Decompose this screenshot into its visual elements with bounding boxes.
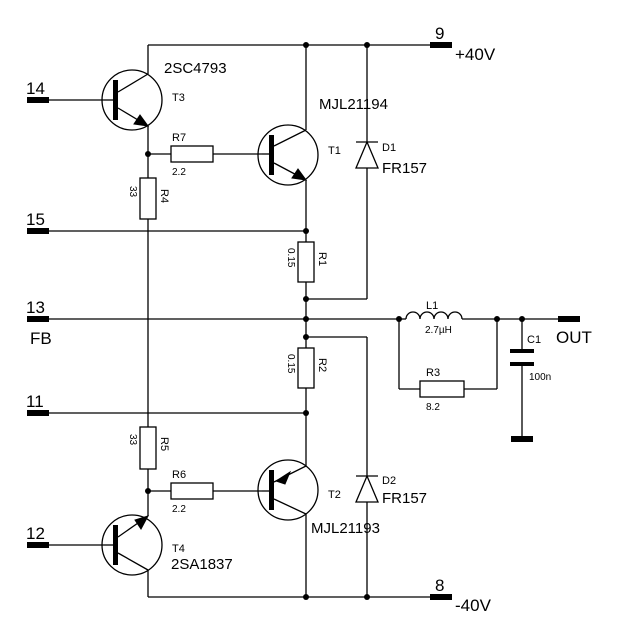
inductor-l1[interactable] (399, 311, 497, 320)
pin-stubs (27, 42, 580, 600)
r6-value-label: 2.2 (172, 504, 186, 515)
c1-value-label: 100n (529, 372, 551, 383)
r1-value-label: 0.15 (285, 248, 296, 268)
resistor-r4[interactable] (139, 177, 157, 220)
pin13-stub[interactable] (27, 316, 49, 322)
resistor-r6[interactable] (170, 482, 214, 500)
t2-ref-label: T2 (328, 489, 341, 501)
t4-ref-label: T4 (172, 543, 185, 555)
capacitor-c1[interactable] (510, 349, 534, 366)
fb-label: FB (30, 329, 52, 348)
pin12-label: 12 (26, 524, 45, 543)
pin11-label: 11 (26, 392, 44, 411)
t4-part-label: 2SA1837 (171, 556, 233, 573)
transistor-t2[interactable] (257, 459, 319, 521)
r7-value-label: 2.2 (172, 167, 186, 178)
diode-d1[interactable] (355, 140, 379, 169)
resistor-r7[interactable] (170, 145, 214, 163)
d1-part-label: FR157 (382, 160, 427, 177)
r3-ref-label: R3 (426, 367, 440, 379)
t3-part-label: 2SC4793 (164, 60, 227, 77)
r4-ref-label: R4 (158, 189, 170, 203)
pin15-stub[interactable] (27, 228, 49, 234)
wires (48, 44, 560, 598)
pin15-label: 15 (26, 210, 45, 229)
r7-ref-label: R7 (172, 132, 186, 144)
d1-ref-label: D1 (382, 142, 396, 154)
out-stub[interactable] (558, 316, 580, 322)
r1-ref-label: R1 (316, 252, 328, 266)
r4-value-label: 33 (127, 186, 138, 198)
t3-ref-label: T3 (172, 92, 185, 104)
t1-part-label: MJL21194 (319, 96, 388, 113)
l1-value-label: 2.7µH (425, 325, 452, 336)
pin9-label: 9 (435, 24, 444, 43)
c1-ground-stub (511, 436, 533, 442)
r2-ref-label: R2 (316, 358, 328, 372)
pin8-stub[interactable] (430, 594, 452, 600)
pin11-stub[interactable] (27, 410, 49, 416)
c1-ref-label: C1 (527, 334, 541, 346)
neg-supply-label: -40V (455, 596, 492, 615)
l1-ref-label: L1 (426, 300, 438, 312)
pin13-label: 13 (26, 298, 45, 317)
t2-part-label: MJL21193 (311, 520, 380, 537)
r5-value-label: 33 (127, 434, 138, 446)
r5-ref-label: R5 (158, 437, 170, 451)
d2-part-label: FR157 (382, 490, 427, 507)
resistor-r2[interactable] (297, 347, 315, 389)
pos-supply-label: +40V (455, 45, 496, 64)
diode-d2[interactable] (355, 474, 379, 503)
transistor-t1[interactable] (257, 124, 319, 186)
out-label: OUT (556, 328, 592, 347)
pin14-stub[interactable] (27, 97, 49, 103)
pin12-stub[interactable] (27, 542, 49, 548)
transistor-t4[interactable] (101, 514, 163, 576)
resistor-r1[interactable] (297, 241, 315, 283)
r6-ref-label: R6 (172, 469, 186, 481)
pin14-label: 14 (26, 79, 45, 98)
resistor-r5[interactable] (139, 426, 157, 470)
r2-value-label: 0.15 (285, 354, 296, 374)
pin8-label: 8 (435, 576, 444, 595)
transistor-t3[interactable] (101, 69, 163, 131)
d2-ref-label: D2 (382, 475, 396, 487)
resistor-r3[interactable] (419, 380, 465, 398)
t1-ref-label: T1 (328, 145, 341, 157)
r3-value-label: 8.2 (426, 402, 440, 413)
junction-dots (145, 42, 525, 600)
pin9-stub[interactable] (430, 42, 452, 48)
